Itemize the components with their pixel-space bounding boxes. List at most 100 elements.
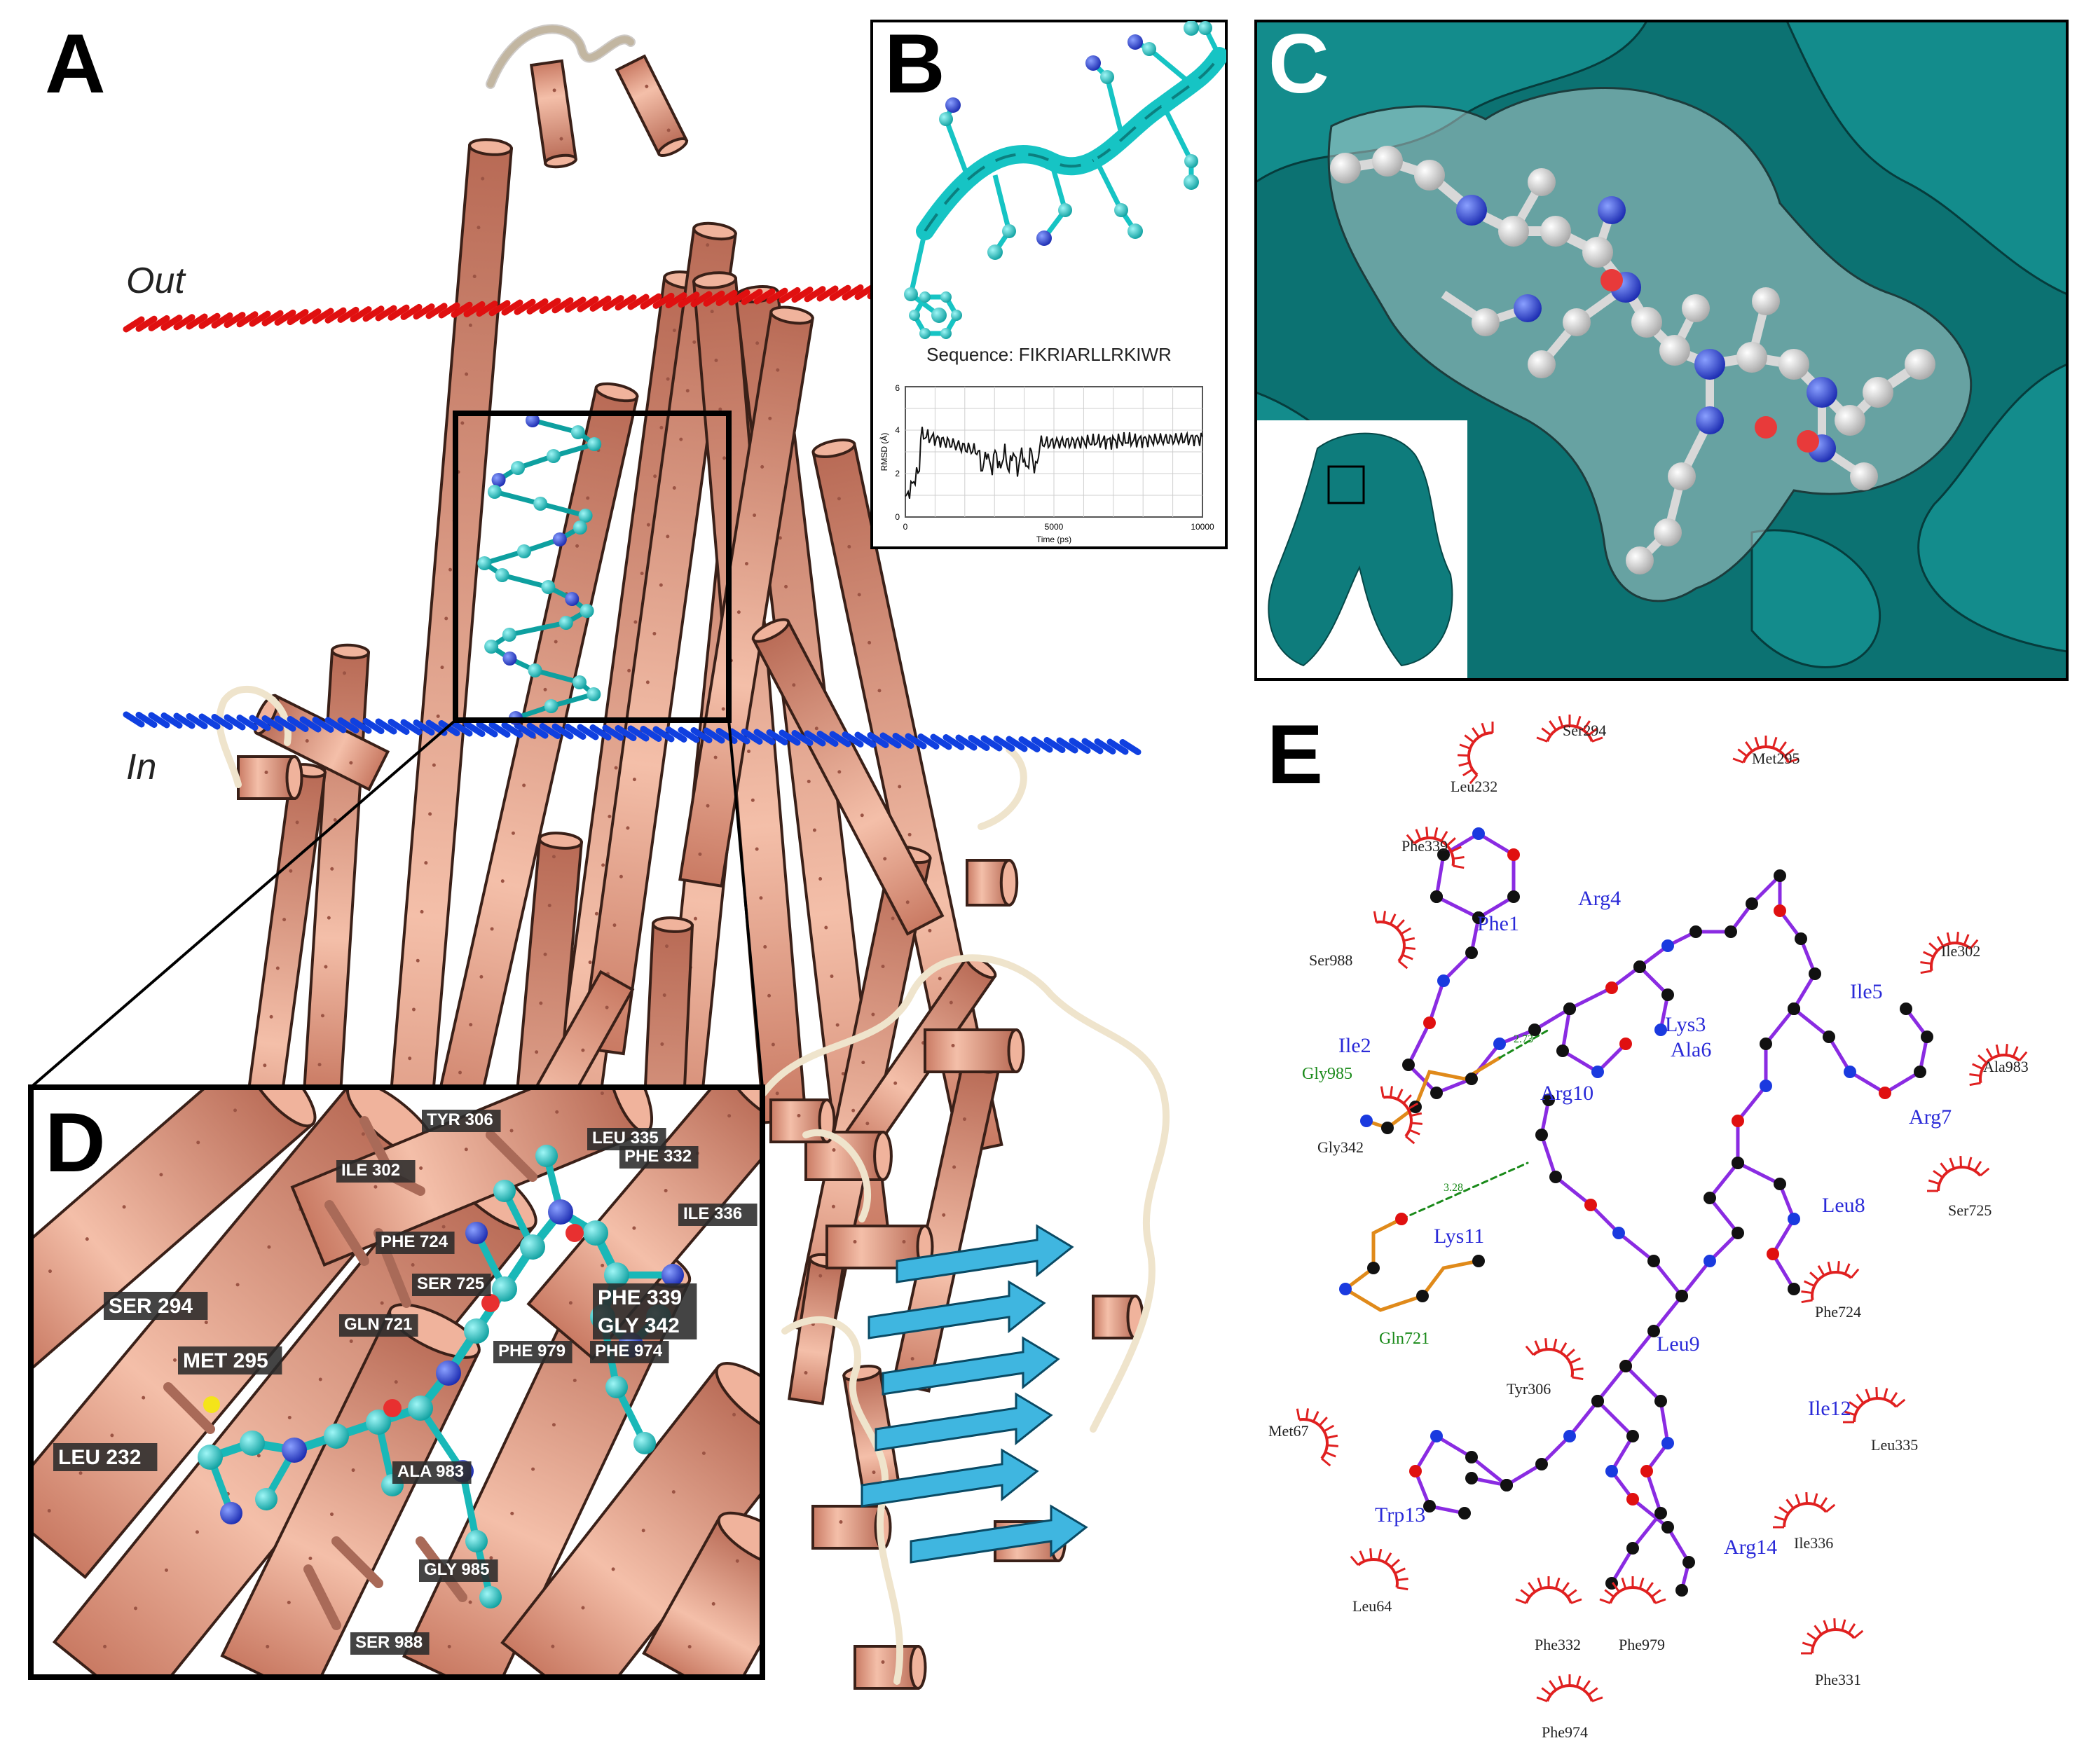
contact-residue-label: Gly342 (1317, 1138, 1364, 1156)
contact-residue-label: Leu64 (1352, 1597, 1392, 1615)
residue-tag-label: MET 295 (183, 1349, 268, 1372)
closeup-peptide (198, 1145, 684, 1608)
beta-strand-2 (875, 1392, 1053, 1452)
panel-c-surface-pocket: C (1254, 17, 2069, 681)
hbond-residue-label: Gln721 (1379, 1330, 1430, 1348)
membrane-in-label: In (126, 747, 156, 787)
beta-strand-5 (896, 1224, 1074, 1283)
hydrophobic-contacts: Leu232Ser294Met295Phe339Ser988Ile302Ala9… (1268, 715, 2029, 1741)
residue-tag-label: LEU 335 (592, 1129, 659, 1148)
rmsd-y-tick-1: 2 (895, 469, 900, 478)
residue-tag: PHE 974 (590, 1341, 669, 1363)
bound-peptide (477, 413, 602, 725)
rmsd-x-tick-2: 10000 (1191, 522, 1214, 532)
contact-residue-label: Phe331 (1815, 1671, 1861, 1688)
membrane-out-label: Out (126, 261, 186, 301)
residue-tag-label: PHE 979 (498, 1342, 565, 1360)
residue-names: Phe1Ile2Lys3Arg4Ile5Ala6Arg7Leu8Leu9Arg1… (1338, 887, 1952, 1559)
peptide-helix (904, 21, 1226, 339)
zoom-line-left (29, 719, 457, 1089)
residue-tag-label: LEU 232 (58, 1446, 141, 1469)
contact-residue-label: Leu232 (1451, 778, 1497, 795)
short-helix-a-7 (237, 755, 303, 800)
contact-residue-label: Phe974 (1542, 1723, 1588, 1741)
panel-letter-a: A (45, 17, 106, 111)
contact-residue-label: Leu335 (1871, 1436, 1918, 1454)
hydrophobic-contact: Phe332 (1515, 1576, 1582, 1653)
beta-strand-1 (882, 1336, 1060, 1396)
hydrophobic-contact: Phe979 (1599, 1576, 1666, 1653)
peptide-residue-label: Phe1 (1477, 912, 1519, 935)
residue-tag: SER 988 (350, 1632, 430, 1655)
residue-tag-label: ILE 336 (683, 1204, 742, 1223)
peptide-residue-label: Ala6 (1671, 1038, 1711, 1061)
peptide-residue-label: Arg7 (1909, 1105, 1952, 1129)
contact-residue-label: Tyr306 (1507, 1380, 1551, 1398)
contact-residue-label: Ser294 (1563, 722, 1606, 739)
short-helix-a-3 (1092, 1295, 1144, 1339)
residue-tag-label: PHE 724 (381, 1232, 448, 1251)
peptide-sequence: Sequence: FIKRIARLLRKIWR (926, 344, 1172, 365)
helix-a-11 (302, 643, 371, 1096)
hydrophobic-contact: Ile336 (1773, 1491, 1836, 1552)
helix-a-16 (615, 54, 689, 158)
peptide-residue-label: Arg10 (1540, 1082, 1593, 1105)
overview-focus-box (1327, 465, 1365, 504)
residue-tag-label: ILE 302 (341, 1161, 400, 1180)
helix-a-8 (678, 305, 814, 888)
contact-residue-label: Ala983 (1983, 1058, 2029, 1075)
contact-residue-label: Phe724 (1815, 1303, 1861, 1321)
rmsd-plot: 0 5000 10000 0 2 4 6 Time (ps) RMSD (Å) (879, 383, 1214, 544)
loops (216, 24, 1170, 1685)
hbond-residue-label: Gly985 (1302, 1065, 1352, 1083)
residue-tag-label: SER 294 (109, 1295, 193, 1318)
residue-tag-label: PHE 332 (624, 1147, 692, 1166)
rmsd-trace (905, 427, 1203, 499)
hydrophobic-contact: Leu64 (1350, 1548, 1408, 1615)
contact-residue-label: Ile302 (1941, 942, 1980, 960)
residue-tag: GLY 985 (419, 1559, 498, 1582)
residue-tag: GLN 721 (339, 1314, 418, 1337)
zoom-line-right (727, 719, 764, 1088)
residue-tag: PHE 332 (619, 1146, 699, 1169)
residue-tag-label: SER 725 (417, 1274, 484, 1293)
rmsd-x-tick-1: 5000 (1045, 522, 1064, 532)
peptide-residue-label: Lys3 (1665, 1013, 1706, 1036)
contact-residue-label: Met67 (1268, 1422, 1308, 1440)
beta-strand-3 (861, 1448, 1039, 1508)
zoom-box (453, 411, 732, 723)
hydrophobic-contact: Ile302 (1920, 932, 1980, 974)
helix-a-14 (891, 1056, 1001, 1393)
contact-residue-label: Phe332 (1535, 1636, 1581, 1653)
rmsd-y-tick-0: 0 (895, 512, 900, 522)
hydrophobic-contact: Met67 (1268, 1408, 1338, 1467)
contact-residue-label: Phe339 (1401, 837, 1448, 855)
rmsd-y-label: RMSD (Å) (879, 433, 889, 471)
overview-surface (1268, 432, 1453, 667)
peptide-residue-label: Lys11 (1434, 1225, 1484, 1248)
beta-strand-0 (868, 1280, 1046, 1339)
hydrophobic-contact: Phe331 (1801, 1618, 1864, 1688)
peptide-residue-label: Trp13 (1375, 1503, 1425, 1527)
residue-tag: SER 294 (104, 1292, 208, 1320)
beta-strand-4 (910, 1504, 1088, 1564)
helix-d-0 (31, 1087, 317, 1370)
residue-tag-label: SER 988 (355, 1633, 423, 1652)
hydrophobic-contact: Leu335 (1843, 1386, 1918, 1454)
hydrophobic-contact: Tyr306 (1507, 1338, 1584, 1398)
hydrophobic-contact: Phe724 (1801, 1261, 1861, 1321)
ligand-ball-and-stick (1330, 146, 1935, 574)
hydrophobic-contact: Met295 (1732, 736, 1799, 767)
short-helix-a-2 (924, 1028, 1025, 1073)
hydrophobic-contact: Leu232 (1451, 722, 1497, 795)
residue-tag-label: PHE 339 (598, 1286, 682, 1309)
hydrophobic-contact: Gly342 (1317, 1086, 1423, 1156)
beta-sheets (861, 1224, 1088, 1564)
residue-tag-label: GLN 721 (344, 1315, 412, 1334)
rmsd-y-tick-3: 6 (895, 383, 900, 393)
residue-tag: PHE 724 (376, 1232, 455, 1254)
